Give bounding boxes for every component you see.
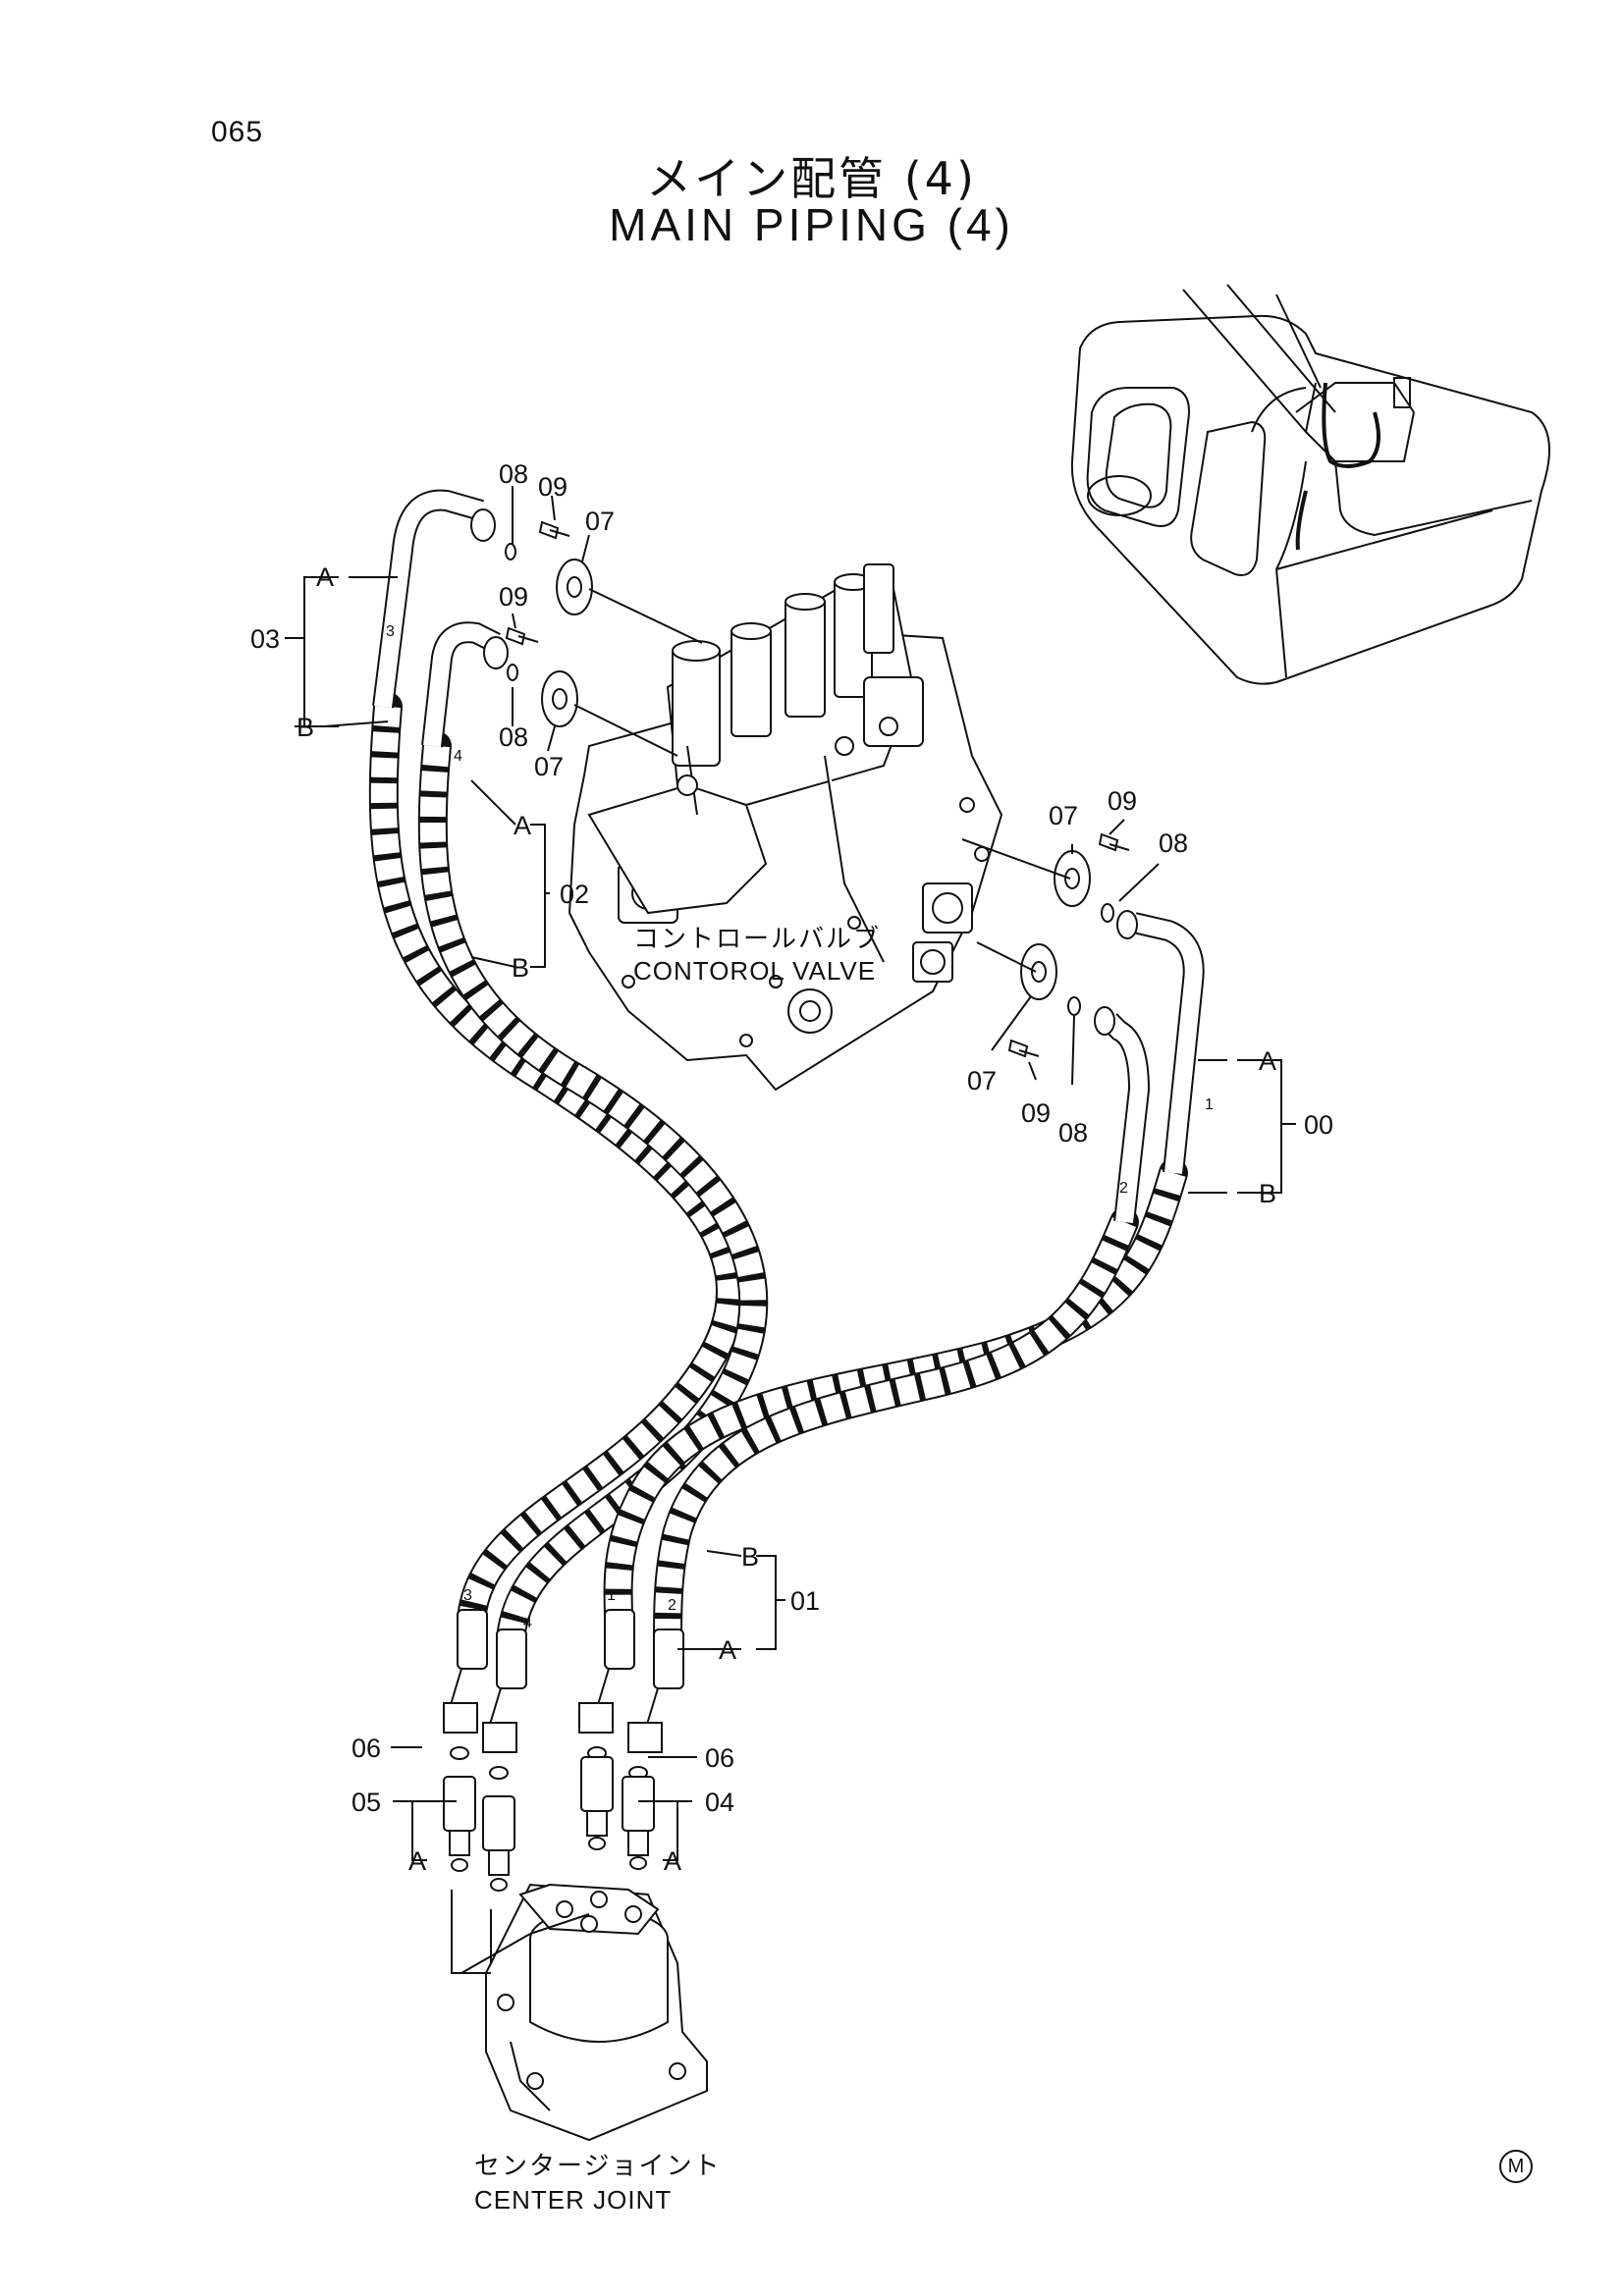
component-names: コントロールバルブ CONTOROL VALVE センタージョイント CENTE…: [474, 925, 881, 2215]
label-02: 02: [560, 880, 589, 909]
center-joint-name-en: CENTER JOINT: [474, 2185, 672, 2215]
label-02-b: B: [512, 953, 529, 983]
hose-number-1-top: 1: [1205, 1096, 1214, 1113]
label-01-a: A: [719, 1635, 736, 1665]
m-mark: M: [1499, 2150, 1533, 2183]
hose-number-2-top: 2: [1119, 1180, 1128, 1197]
label-00-a: A: [1259, 1046, 1276, 1076]
label-00-b: B: [1259, 1179, 1276, 1208]
label-07-c: 07: [1049, 801, 1078, 830]
label-07-d: 07: [967, 1066, 997, 1095]
callout-labels: 08 09 07 09 08 07 03 A B 02 A B 07 09 08…: [250, 459, 1333, 1876]
hose-number-2-bottom: 2: [668, 1597, 676, 1614]
label-09-c: 09: [1108, 786, 1137, 816]
label-06-a: 06: [352, 1734, 381, 1763]
label-09-a: 09: [538, 472, 568, 502]
hose-bundle: [368, 692, 1188, 1654]
control-valve: [568, 563, 1003, 1092]
center-joint-name-jp: センタージョイント: [474, 2152, 721, 2181]
hose-end-fittings: [443, 1609, 684, 1753]
adapters: [443, 1746, 655, 1892]
label-03-b: B: [297, 713, 314, 742]
label-08-c: 08: [1159, 828, 1188, 858]
label-02-a: A: [514, 811, 531, 840]
upper-left-pipes: [372, 489, 509, 748]
label-05: 05: [352, 1788, 381, 1817]
page-number: 065: [211, 116, 264, 148]
hose-number-3-bottom: 3: [463, 1587, 472, 1604]
label-08-b: 08: [499, 722, 528, 752]
control-valve-name-jp: コントロールバルブ: [633, 925, 881, 954]
label-04-a: A: [664, 1846, 681, 1876]
label-09-b: 09: [499, 582, 528, 612]
hose-numbers: 3 4 1 2 3 4 1 2: [386, 623, 1214, 1631]
label-06-b: 06: [705, 1743, 734, 1773]
label-01: 01: [790, 1586, 820, 1616]
label-05-a: A: [408, 1846, 426, 1876]
excavator-inset: [1070, 284, 1550, 685]
hose-number-4-bottom: 4: [523, 1615, 532, 1631]
label-00: 00: [1304, 1110, 1333, 1140]
leader-lines: [285, 486, 1296, 1861]
hose-number-3-top: 3: [386, 623, 395, 640]
label-03-a: A: [316, 562, 334, 592]
control-valve-name-en: CONTOROL VALVE: [633, 956, 876, 986]
title-japanese: メイン配管 (4): [646, 152, 977, 205]
label-04: 04: [705, 1788, 734, 1817]
flange-parts: [505, 520, 1130, 1058]
hose-number-1-bottom: 1: [607, 1587, 616, 1604]
hose-number-4-top: 4: [454, 748, 462, 765]
label-08-a: 08: [499, 459, 528, 489]
title-english: MAIN PIPING (4): [609, 199, 1014, 250]
label-09-d: 09: [1021, 1098, 1051, 1128]
right-pipes: [1094, 910, 1205, 1224]
center-joint: [451, 1883, 708, 2142]
label-03: 03: [250, 624, 280, 654]
label-07-a: 07: [585, 507, 615, 536]
label-01-b: B: [741, 1542, 759, 1572]
label-07-b: 07: [534, 752, 564, 781]
label-08-d: 08: [1058, 1118, 1088, 1148]
